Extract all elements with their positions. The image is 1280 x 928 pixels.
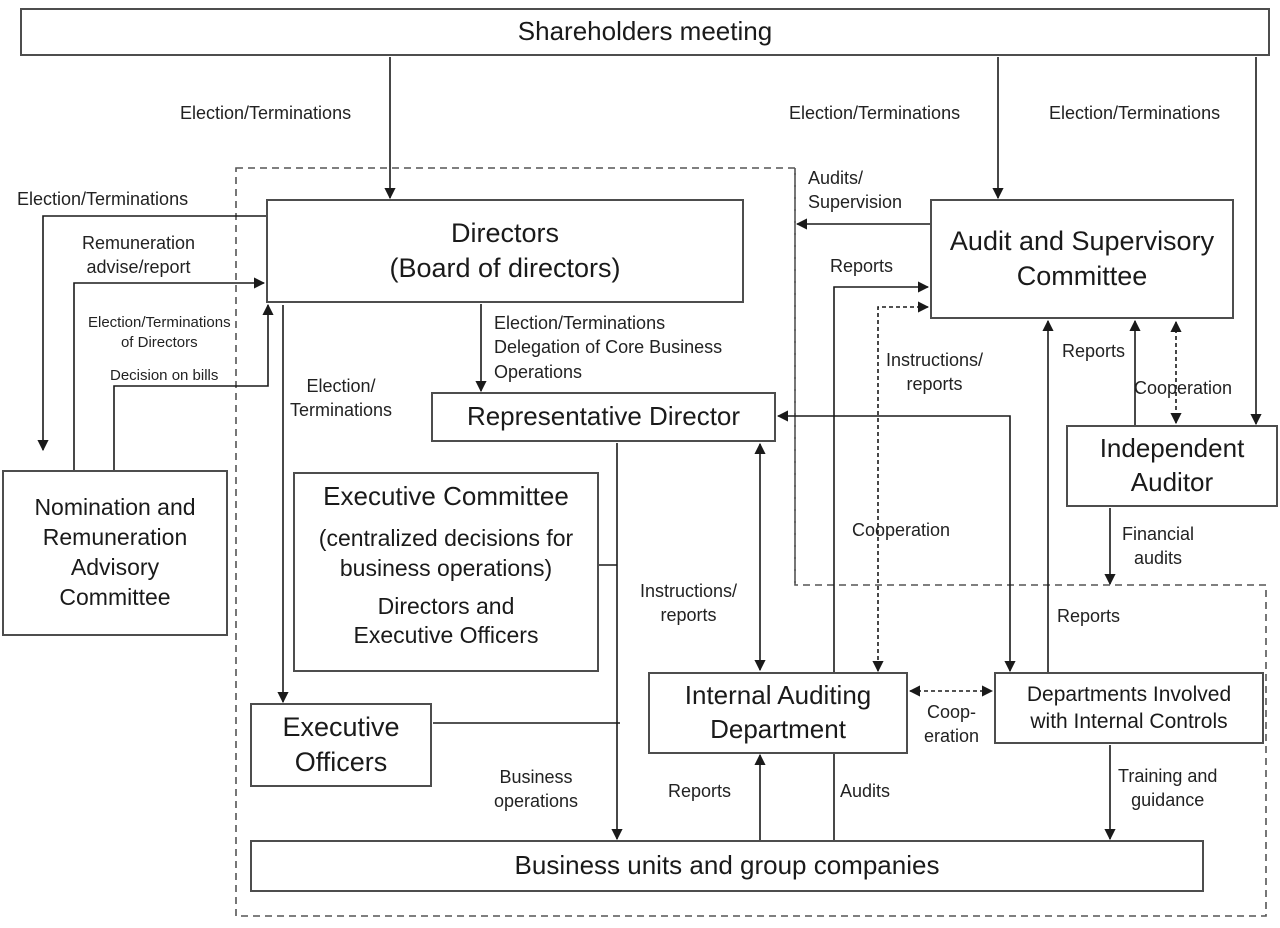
dept-internal-line-2: with Internal Controls xyxy=(1030,710,1228,733)
label-sh-to-directors: Election/Terminations xyxy=(180,103,352,123)
audit-supervisory-committee-box: Audit and Supervisory Committee xyxy=(930,199,1234,319)
exec-officers-line-2: Officers xyxy=(294,747,388,777)
executive-committee-members-line-1: Directors and xyxy=(377,592,515,619)
directors-title: Directors xyxy=(450,217,559,248)
label-instructions-rep-line-1: Instructions/ xyxy=(640,581,738,601)
internal-controls-departments-box: Departments Involved with Internal Contr… xyxy=(994,672,1264,744)
executive-officers-box: Executive Officers xyxy=(250,703,432,787)
dept-internal-line-1: Departments Involved xyxy=(1026,682,1232,706)
label-directors-to-officers-line-2: Terminations xyxy=(290,400,393,421)
exec-officers-line-1: Executive xyxy=(282,711,400,742)
label-instructions-rep-line-2: reports xyxy=(660,605,717,626)
label-directors-to-rep-line-3: Operations xyxy=(494,361,583,382)
shareholders-meeting-label: Shareholders meeting xyxy=(517,16,773,47)
label-remuneration-line-2: advise/report xyxy=(86,257,191,278)
label-financial-audits-line-1: Financial xyxy=(1122,524,1195,544)
independent-auditor-box: Independent Auditor xyxy=(1066,425,1278,507)
internal-auditing-department-box: Internal Auditing Department xyxy=(648,672,908,754)
label-training-guidance-line-1: Training and xyxy=(1118,766,1218,786)
board-of-directors-box: Directors (Board of directors) xyxy=(266,199,744,303)
label-instructions-reports-audit: Instructions/ reports xyxy=(886,348,983,397)
nomination-line-3: Advisory xyxy=(70,554,160,580)
executive-committee-members-line-2: Executive Officers xyxy=(353,622,539,649)
label-audits-supervision-line-2: Supervision xyxy=(808,192,903,213)
label-training-guidance: Training and guidance xyxy=(1118,764,1217,813)
nomination-line-2: Remuneration xyxy=(42,524,188,551)
nomination-remuneration-committee-box: Nomination and Remuneration Advisory Com… xyxy=(2,470,228,636)
label-financial-audits-line-2: audits xyxy=(1134,548,1183,569)
business-units-box: Business units and group companies xyxy=(250,840,1204,892)
label-remuneration: Remuneration advise/report xyxy=(82,231,195,280)
executive-committee-desc-line-1: (centralized decisions for xyxy=(318,524,574,551)
arrow-remuneration xyxy=(73,277,266,470)
label-sh-to-auditor: Election/Terminations xyxy=(1049,103,1221,123)
label-directors-to-rep: Election/Terminations Delegation of Core… xyxy=(494,311,722,384)
label-reports-dept: Reports xyxy=(1062,341,1126,361)
label-reports-to-audit: Reports xyxy=(830,256,894,276)
representative-director-box: Representative Director xyxy=(431,392,776,442)
label-coop-eration-line-1: Coop- xyxy=(927,702,977,722)
label-financial-audits: Financial audits xyxy=(1122,522,1194,571)
arrow-instructions-audit xyxy=(872,301,930,673)
executive-committee-desc-line-2: business operations) xyxy=(339,554,553,581)
label-remuneration-line-1: Remuneration xyxy=(82,233,196,253)
label-directors-to-rep-line-1: Election/Terminations xyxy=(494,313,666,333)
label-sh-to-audit: Election/Terminations xyxy=(789,103,961,123)
internal-audit-line-2: Department xyxy=(710,714,846,744)
representative-director-label: Representative Director xyxy=(466,401,741,432)
label-decision-on-bills: Decision on bills xyxy=(110,367,219,384)
label-directors-to-officers-line-1: Election/ xyxy=(306,376,376,396)
label-audits-supervision-line-1: Audits/ xyxy=(808,168,864,188)
executive-committee-description: (centralized decisions for business oper… xyxy=(319,524,573,584)
label-instructions-audit-line-1: Instructions/ xyxy=(886,350,984,370)
label-directors-to-nomination: Election/Terminations xyxy=(17,189,189,209)
label-election-of-directors-line-2: of Directors xyxy=(120,334,198,352)
audit-committee-line-1: Audit and Supervisory xyxy=(949,225,1215,256)
label-coop-eration: Coop- eration xyxy=(924,700,979,749)
nomination-line-1: Nomination and xyxy=(34,494,196,521)
label-audits: Audits xyxy=(840,781,891,801)
internal-audit-line-1: Internal Auditing xyxy=(684,680,872,711)
directors-subtitle: (Board of directors) xyxy=(389,253,621,283)
arrow-directors-to-nomination xyxy=(37,215,266,452)
label-audits-supervision: Audits/ Supervision xyxy=(808,166,902,215)
arrow-decision-bills xyxy=(113,303,274,470)
label-directors-to-rep-line-2: Delegation of Core Business xyxy=(494,337,723,358)
shareholders-meeting-box: Shareholders meeting xyxy=(20,8,1270,56)
label-election-of-directors: Election/Terminations of Directors xyxy=(88,313,231,354)
label-cooperation-auditor: Cooperation xyxy=(1134,378,1233,398)
label-election-of-directors-line-1: Election/Terminations xyxy=(88,314,231,331)
executive-committee-members: Directors and Executive Officers xyxy=(354,592,539,652)
label-reports-bu: Reports xyxy=(668,781,732,801)
label-business-operations-line-2: operations xyxy=(494,791,579,812)
label-instructions-reports-rep: Instructions/ reports xyxy=(640,579,737,628)
label-training-guidance-line-2: guidance xyxy=(1131,790,1205,811)
independent-auditor-line-1: Independent xyxy=(1099,433,1245,464)
label-directors-to-officers: Election/ Terminations xyxy=(290,374,392,423)
executive-committee-box: Executive Committee (centralized decisio… xyxy=(293,472,599,672)
label-instructions-audit-line-2: reports xyxy=(906,374,963,395)
business-units-label: Business units and group companies xyxy=(514,850,940,881)
arrow-rep-to-departments xyxy=(776,410,1016,673)
label-business-operations: Business operations xyxy=(494,765,578,814)
label-reports-dept-lower: Reports xyxy=(1057,606,1121,626)
label-business-operations-line-1: Business xyxy=(499,767,573,787)
audit-committee-line-2: Committee xyxy=(1016,261,1148,291)
label-cooperation-internal: Cooperation xyxy=(852,520,951,540)
nomination-line-4: Committee xyxy=(59,583,171,610)
label-coop-eration-line-2: eration xyxy=(924,726,980,747)
executive-committee-title: Executive Committee xyxy=(323,481,569,511)
independent-auditor-line-2: Auditor xyxy=(1130,467,1214,497)
